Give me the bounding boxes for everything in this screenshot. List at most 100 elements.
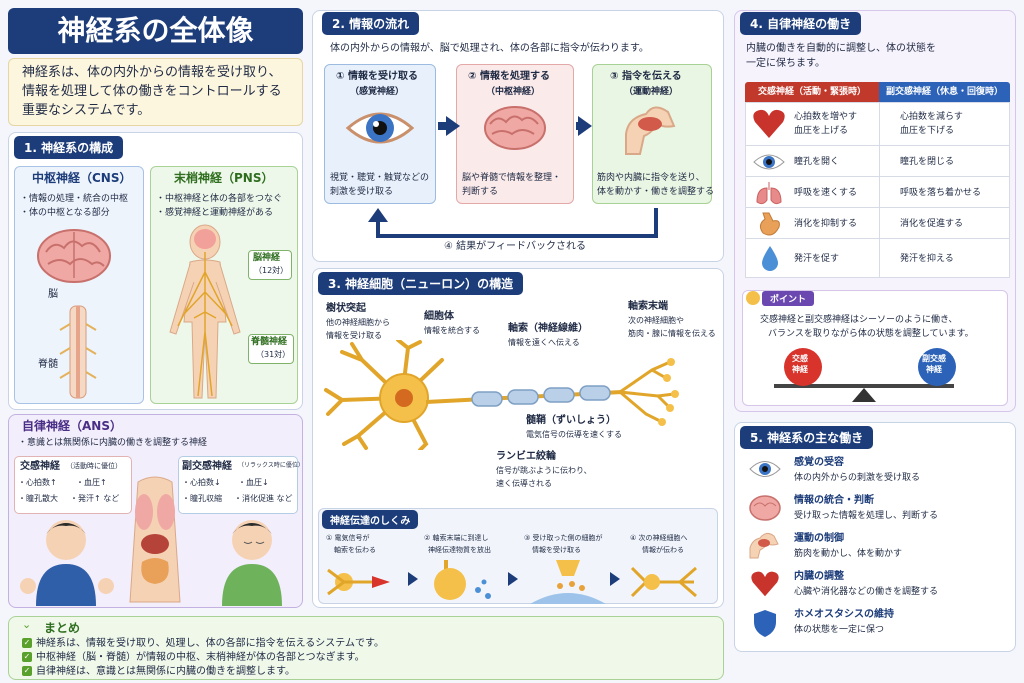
cns-item-1: ・情報の処理・統合の中枢 (20, 194, 129, 204)
summary-title: まとめ (44, 621, 81, 635)
spinal-nerve-count: （31対） (256, 350, 291, 359)
spinal-cord-label: 脊髄 (38, 359, 58, 370)
body-nerves-icon (169, 224, 241, 399)
table-symp-3: 呼吸を速くする (794, 188, 858, 198)
transmission-step-3-icon (530, 560, 606, 604)
function-3-text: 筋肉を動かし、体を動かす (794, 549, 903, 559)
flow-step-1-sub: （感覚神経） (350, 87, 405, 97)
transmission-arrow-3 (610, 572, 620, 586)
table-row (745, 208, 1010, 239)
point-text-2: バランスを取りながら体の状態を調整しています。 (768, 329, 974, 339)
para-column-header: 副交感神経（休息・回復時） (879, 82, 1010, 102)
para-note: （リラックス時に優位） (238, 462, 304, 469)
check-icon: ✓ (22, 638, 32, 648)
symp-title: 交感神経 (20, 461, 60, 472)
myelin-text: 電気信号の伝導を速くする (526, 430, 622, 439)
flow-step-3-text-2: 体を動かす・働きを調整する (597, 187, 715, 197)
cranial-nerve-tag (248, 250, 292, 280)
ans-title: 自律神経（ANS） (22, 419, 122, 433)
cns-title: 中枢神経（CNS） (32, 171, 132, 185)
drop-icon (762, 246, 778, 271)
table-row (745, 239, 1010, 278)
feedback-arrow (368, 208, 658, 238)
table-para-1a: 心拍数を減らす (900, 112, 963, 122)
flow-step-1-title: ① 情報を受け取る (336, 71, 418, 82)
spinal-nerve-tag (248, 334, 294, 364)
summary-text-2: 中枢神経（脳・脊髄）が情報の中枢、末梢神経が体の各部とつなぎます。 (36, 652, 365, 663)
summary-text-1: 神経系は、情報を受け取り、処理し、体の各部に指令を伝えるシステムです。 (36, 638, 384, 649)
transmission-step-2-line-1: ② 軸索末端に到達し (424, 534, 489, 542)
seesaw-symp-ball (784, 348, 822, 386)
dendrite-text-1: 他の神経細胞から (326, 318, 390, 327)
function-2-text: 受け取った情報を処理し、判断する (794, 511, 939, 521)
transmission-arrow-1 (408, 572, 418, 586)
seesaw-para-label: 副交感 神経 (922, 354, 946, 374)
axon-text: 情報を遠くへ伝える (508, 338, 580, 347)
person-relaxed-icon (222, 520, 282, 606)
table-para-4: 消化を促進する (900, 219, 964, 229)
myelin-title: 髄鞘（ずいしょう） (526, 415, 616, 426)
cns-item-2: ・体の中枢となる部分 (20, 208, 110, 218)
flow-step-2-sub: （中枢神経） (486, 87, 541, 97)
symp-column-header: 交感神経（活動・緊張時） (745, 82, 879, 102)
flow-step-2-title: ② 情報を処理する (468, 71, 550, 82)
transmission-step-4-line-1: ④ 次の神経細胞へ (630, 534, 688, 542)
function-2-title: 情報の統合・判断 (794, 495, 874, 506)
flow-arrow-2 (578, 116, 592, 136)
check-icon: ✓ (22, 652, 32, 662)
summary-item-1: ✓ 神経系は、情報を受け取り、処理し、体の各部に指令を伝えるシステムです。 (22, 637, 384, 651)
ranvier-title: ランビエ絞輪 (496, 451, 556, 462)
terminal-text-1: 次の神経細胞や (628, 316, 684, 325)
chevron-down-icon: ⌄ (22, 618, 32, 631)
transmission-step-4-icon (630, 566, 697, 598)
transmission-step-2-icon (434, 560, 491, 600)
symp-note: （活動時に優位） (66, 462, 122, 470)
spinal-nerve-label: 脊髄神経 (251, 337, 288, 347)
point-label: ポイント (762, 291, 815, 306)
section-1-header: 1. 神経系の構成 (14, 136, 124, 159)
flow-step-3 (592, 64, 712, 204)
transmission-step-3-line-1: ③ 受け取った側の細胞が (524, 534, 603, 542)
transmission-arrow-2 (508, 572, 518, 586)
flow-arrow-1-shaft (438, 122, 448, 130)
flow-desc: 体の内外からの情報が、脳で処理され、体の各部に指令が伝わります。 (330, 43, 649, 54)
table-para-5: 発汗を抑える (900, 254, 954, 264)
section-3-header: 3. 神経細胞（ニューロン）の構造 (318, 272, 524, 295)
section-functions (734, 422, 1016, 652)
transmission-step-4-line-2: 情報が伝わる (642, 546, 684, 554)
table-symp-2: 瞳孔を開く (794, 157, 840, 167)
table-para-1b: 血圧を下げる (900, 126, 955, 136)
flow-step-2-text-1: 脳や脊髄で情報を整理・ (462, 173, 562, 183)
stomach-icon (759, 212, 780, 236)
organs-icon (129, 476, 181, 603)
para-item-3: ・瞳孔収縮 (182, 494, 222, 503)
axon-title: 軸索（神経線維） (508, 323, 588, 334)
neuron-diagram (324, 340, 679, 450)
function-4-title: 内臓の調整 (794, 571, 844, 582)
muscle-icon (625, 106, 676, 155)
muscle-icon (749, 532, 779, 559)
cns-box (14, 166, 144, 404)
section-2-header: 2. 情報の流れ (322, 12, 420, 35)
check-icon: ✓ (22, 666, 32, 676)
table-symp-4: 消化を抑制する (794, 219, 858, 229)
intro-line-3: 重要なシステムです。 (22, 103, 151, 118)
page-title: 神経系の全体像 (8, 8, 303, 54)
brain-icon (37, 229, 111, 283)
autonomic-table (745, 102, 1010, 278)
transmission-step-3-line-2: 情報を受け取る (532, 546, 581, 554)
function-3-title: 運動の制御 (794, 533, 844, 544)
symp-item-1: ・心拍数↑ (18, 478, 57, 487)
table-para-2: 瞳孔を閉じる (900, 157, 955, 167)
spinal-cord-icon (59, 305, 97, 399)
symp-item-3: ・瞳孔散大 (18, 494, 58, 503)
para-item-4: ・消化促進 など (234, 494, 293, 503)
table-symp-1b: 血圧を上げる (794, 126, 849, 136)
table-symp-1a: 心拍数を増やす (794, 112, 858, 122)
point-text-1: 交感神経と副交感神経はシーソーのように働き、 (760, 315, 958, 325)
para-item-2: ・血圧↓ (238, 478, 269, 487)
summary-item-2: ✓ 中枢神経（脳・脊髄）が情報の中枢、末梢神経が体の各部とつなぎます。 (22, 651, 365, 665)
brain-icon (484, 106, 546, 150)
cranial-nerve-count: （12対） (254, 266, 289, 275)
flow-step-2-text-2: 判断する (462, 187, 499, 197)
